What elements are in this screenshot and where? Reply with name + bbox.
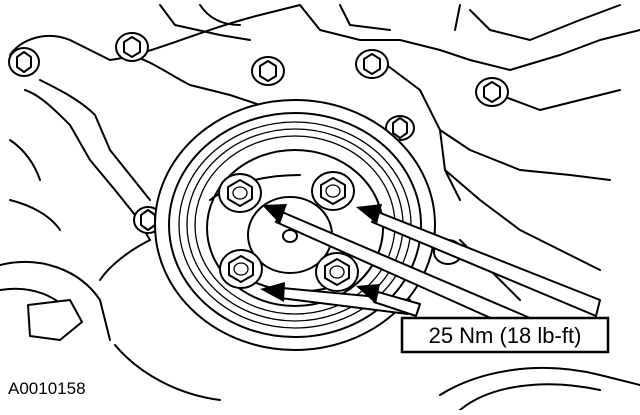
arrow-head-upper-left <box>262 204 287 224</box>
arrow-head-lower-left <box>260 282 285 302</box>
lower-pulley <box>0 260 640 411</box>
torque-label-box <box>400 316 610 354</box>
housing-bolt <box>385 115 415 141</box>
pulley-bolt-lower-left <box>219 249 263 289</box>
pulley-hub <box>247 196 333 274</box>
housing-bolt <box>355 49 389 79</box>
pulley-bolt-lower-right <box>315 252 359 292</box>
arrow-head-lower-right <box>356 284 380 304</box>
housing-bolt <box>8 47 40 77</box>
housing-bolt <box>251 56 285 86</box>
pulley-bolt-upper-right <box>311 171 355 211</box>
leader-arrows <box>260 204 601 333</box>
arrow-head-upper-right <box>356 204 382 224</box>
figure-id: A0010158 <box>8 379 86 398</box>
housing-bolt <box>475 77 509 107</box>
torque-label: 25 Nm (18 lb-ft) <box>429 323 582 348</box>
pulley-bolt-upper-left <box>218 173 262 213</box>
engine-housing-outline <box>9 4 640 301</box>
housing-bolt <box>115 32 149 62</box>
